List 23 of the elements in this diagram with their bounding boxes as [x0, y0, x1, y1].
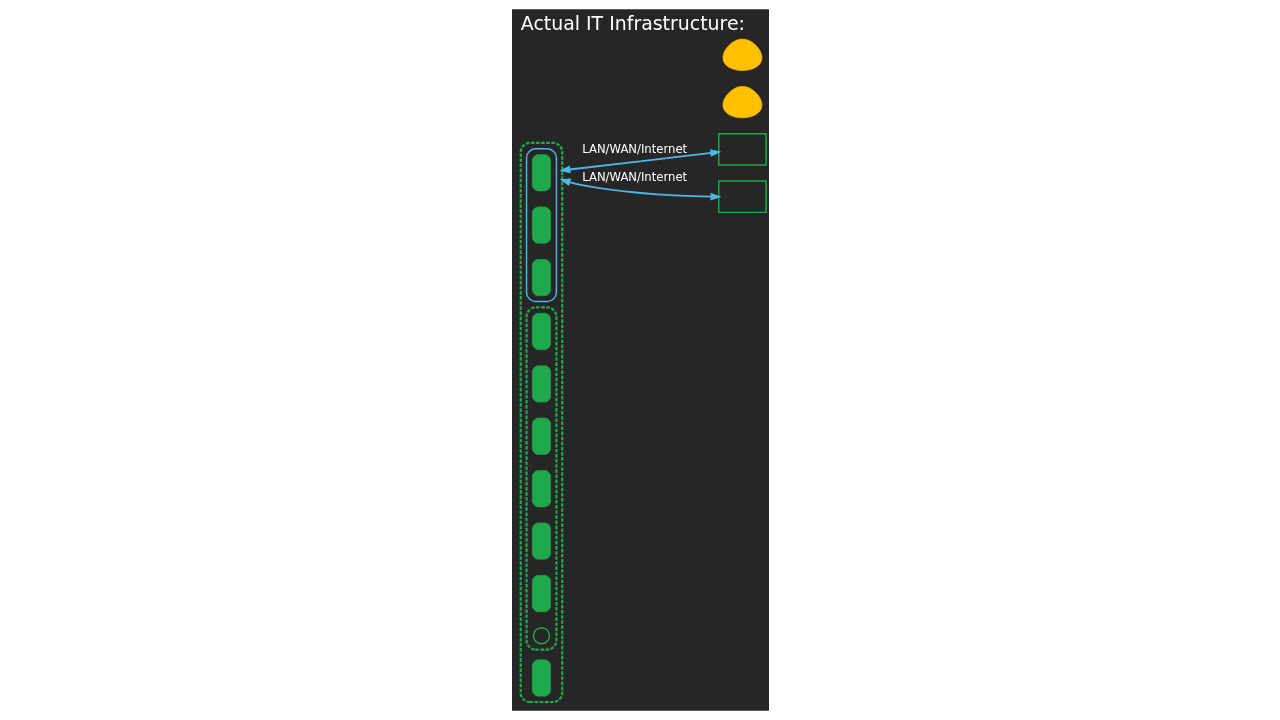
- node-monitor: [717, 180, 767, 214]
- node-server: [531, 470, 551, 508]
- node-person: [722, 38, 762, 71]
- node-server: [531, 365, 551, 403]
- node-server: [531, 206, 551, 244]
- node-server: [531, 574, 551, 613]
- cluster: [519, 141, 563, 704]
- arrow: [559, 178, 721, 201]
- cluster: [525, 147, 557, 303]
- edge-label: LAN/WAN/Internet: [581, 141, 687, 156]
- node-server: [531, 659, 551, 697]
- node-circle: [532, 627, 550, 645]
- node-server: [531, 417, 551, 455]
- node-server: [531, 312, 551, 350]
- diagram-title: Actual IT Infrastructure:: [520, 12, 745, 35]
- edge-label: LAN/WAN/Internet: [581, 170, 687, 185]
- node-monitor: [717, 133, 767, 166]
- node-person: [722, 86, 762, 119]
- cluster: [524, 306, 557, 651]
- node-server: [531, 522, 551, 560]
- arrow: [559, 149, 721, 174]
- node-server: [531, 154, 551, 192]
- node-server: [531, 259, 551, 297]
